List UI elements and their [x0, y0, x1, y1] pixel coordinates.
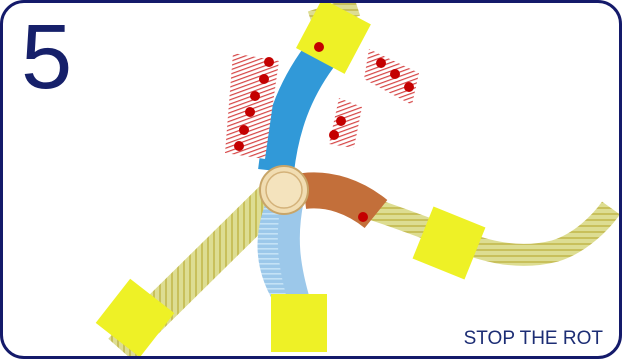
red-dot-icon [329, 130, 339, 140]
red-dot-icon [358, 212, 368, 222]
red-dot-icon [239, 125, 249, 135]
stop-the-rot-diagram [95, 3, 619, 356]
step-number: 5 [21, 6, 72, 108]
yellow-block-left [95, 278, 175, 356]
red-dot-icon [245, 107, 255, 117]
brown-segment [301, 172, 388, 229]
red-dot-icon [250, 91, 260, 101]
red-dot-icon [404, 82, 414, 92]
red-dot-icon [259, 74, 269, 84]
red-dot-icon [390, 69, 400, 79]
red-dots [234, 42, 414, 222]
caption-label: STOP THE ROT [463, 328, 603, 349]
red-dot-icon [314, 42, 324, 52]
red-dot-icon [234, 141, 244, 151]
red-dot-icon [264, 57, 274, 67]
blue-segment [258, 46, 334, 174]
red-dot-icon [336, 116, 346, 126]
yellow-block-top [296, 3, 371, 74]
red-dot-icon [376, 58, 386, 68]
central-hub-icon [259, 165, 309, 215]
yellow-block-right [412, 206, 486, 280]
yellow-block-bottom [271, 294, 327, 352]
light-blue-segment [277, 196, 311, 308]
